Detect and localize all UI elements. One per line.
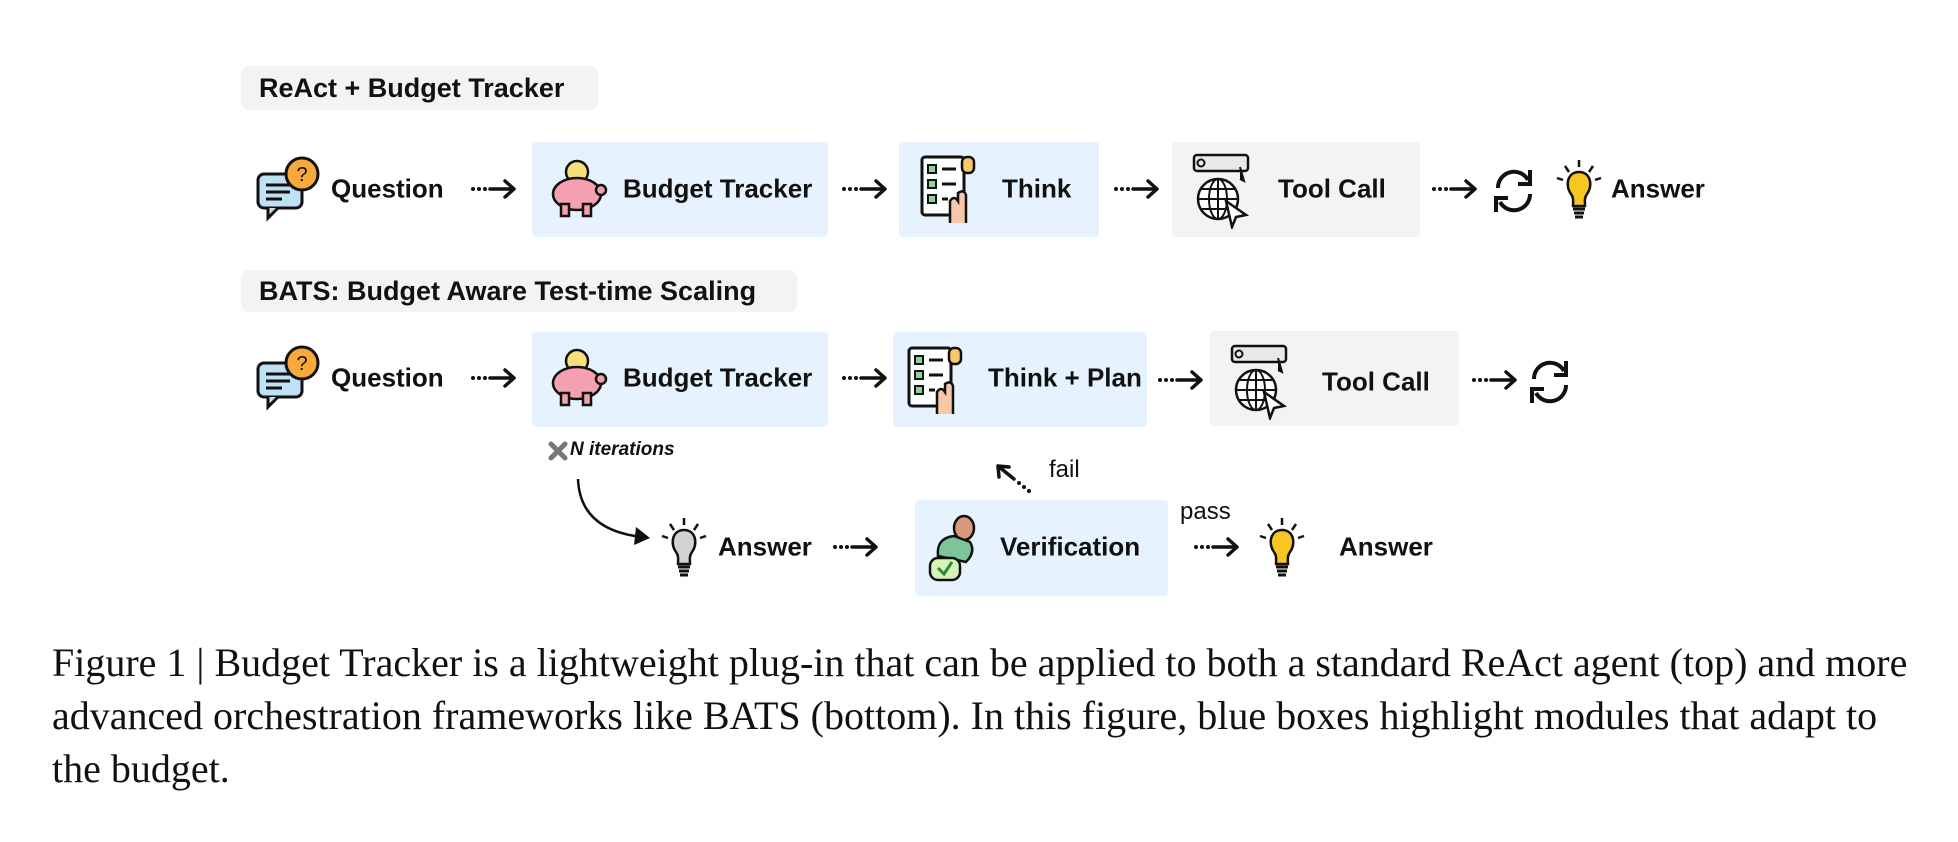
refresh-icon [1530, 359, 1569, 405]
answer-label: Answer [1611, 173, 1705, 204]
close-x-icon [548, 441, 568, 461]
fail-arrow-icon [996, 464, 1031, 493]
lightbulb-off-icon [660, 516, 708, 577]
piggy-bank-icon [551, 348, 608, 407]
pass-label: pass [1180, 498, 1231, 525]
dotted-arrow-icon [1431, 179, 1477, 199]
refresh-icon [1494, 168, 1533, 214]
budget-tracker-label: Budget Tracker [623, 362, 813, 393]
dotted-arrow-icon [1113, 179, 1159, 199]
question-label: Question [331, 173, 444, 204]
lightbulb-icon [1258, 516, 1306, 577]
final-answer-label: Answer [1339, 531, 1433, 562]
think-plan-label: Think + Plan [988, 362, 1142, 393]
dotted-arrow-icon [832, 537, 878, 557]
dotted-arrow-icon [470, 179, 516, 199]
verification-label: Verification [1000, 531, 1141, 562]
dotted-arrow-icon [1157, 370, 1203, 390]
tool-call-label: Tool Call [1278, 173, 1386, 204]
tool-call-label: Tool Call [1322, 366, 1430, 397]
checklist-icon [920, 155, 976, 225]
curved-arrow-icon [576, 478, 650, 545]
lightbulb-icon [1555, 158, 1603, 219]
section-title-bats: BATS: Budget Aware Test-time Scaling [241, 270, 797, 312]
draft-answer-label: Answer [718, 531, 812, 562]
fail-label: fail [1049, 456, 1080, 483]
approval-stamp-icon [928, 514, 976, 582]
question-icon [256, 345, 320, 409]
question-icon [256, 156, 320, 220]
web-search-icon [1230, 344, 1288, 420]
budget-tracker-label: Budget Tracker [623, 173, 813, 204]
think-label: Think [1002, 173, 1072, 204]
dotted-arrow-icon [470, 368, 516, 388]
piggy-bank-icon [551, 159, 608, 218]
dotted-arrow-icon [1193, 537, 1239, 557]
n-iterations-label: N iterations [570, 439, 675, 460]
checklist-icon [907, 346, 963, 416]
section-title-react: ReAct + Budget Tracker [241, 66, 598, 110]
dotted-arrow-icon [1471, 370, 1517, 390]
web-search-icon [1192, 153, 1250, 229]
figure-caption: Figure 1 | Budget Tracker is a lightweig… [52, 640, 1908, 791]
dotted-arrow-icon [841, 368, 887, 388]
dotted-arrow-icon [841, 179, 887, 199]
question-label: Question [331, 362, 444, 393]
